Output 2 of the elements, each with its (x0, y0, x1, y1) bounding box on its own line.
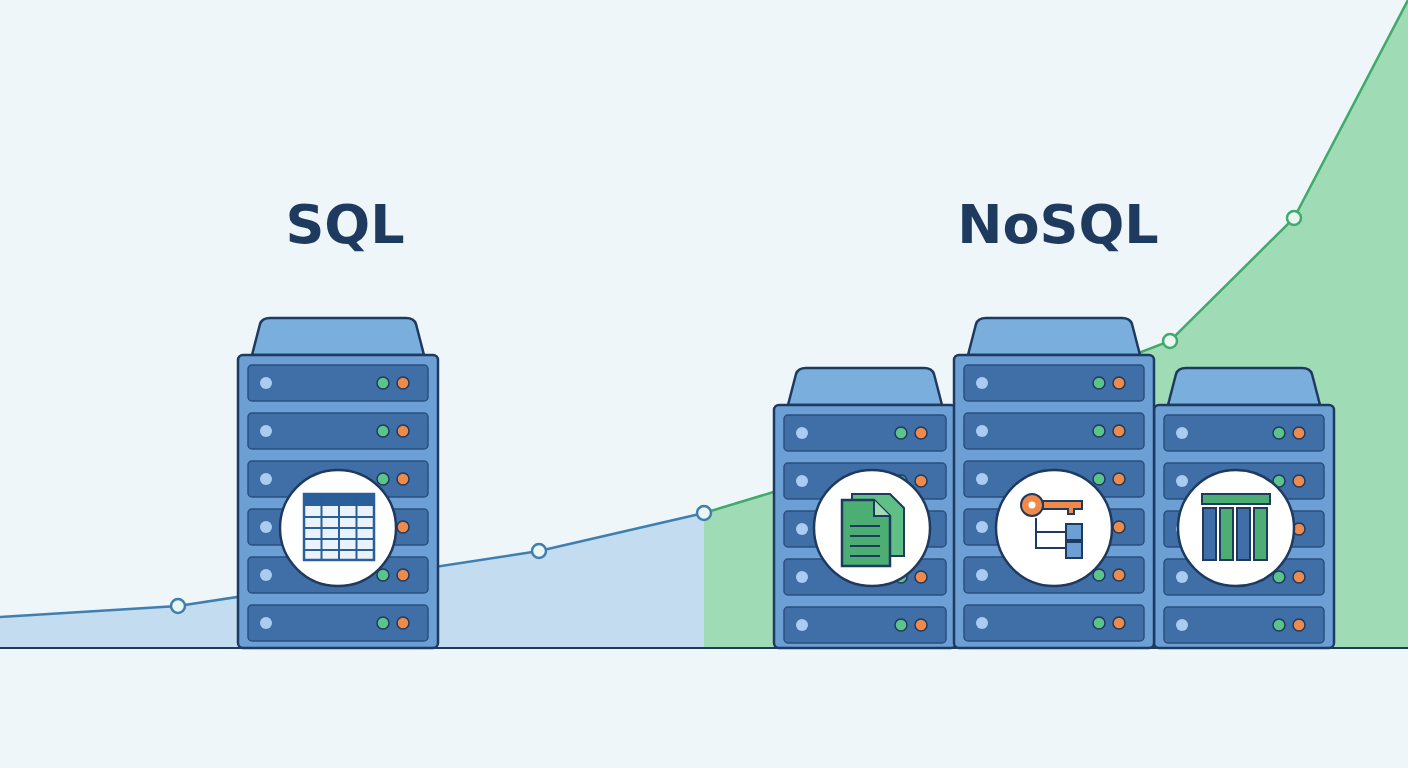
heading-label: SQL (285, 198, 405, 252)
heading-label: NoSQL (957, 198, 1159, 252)
